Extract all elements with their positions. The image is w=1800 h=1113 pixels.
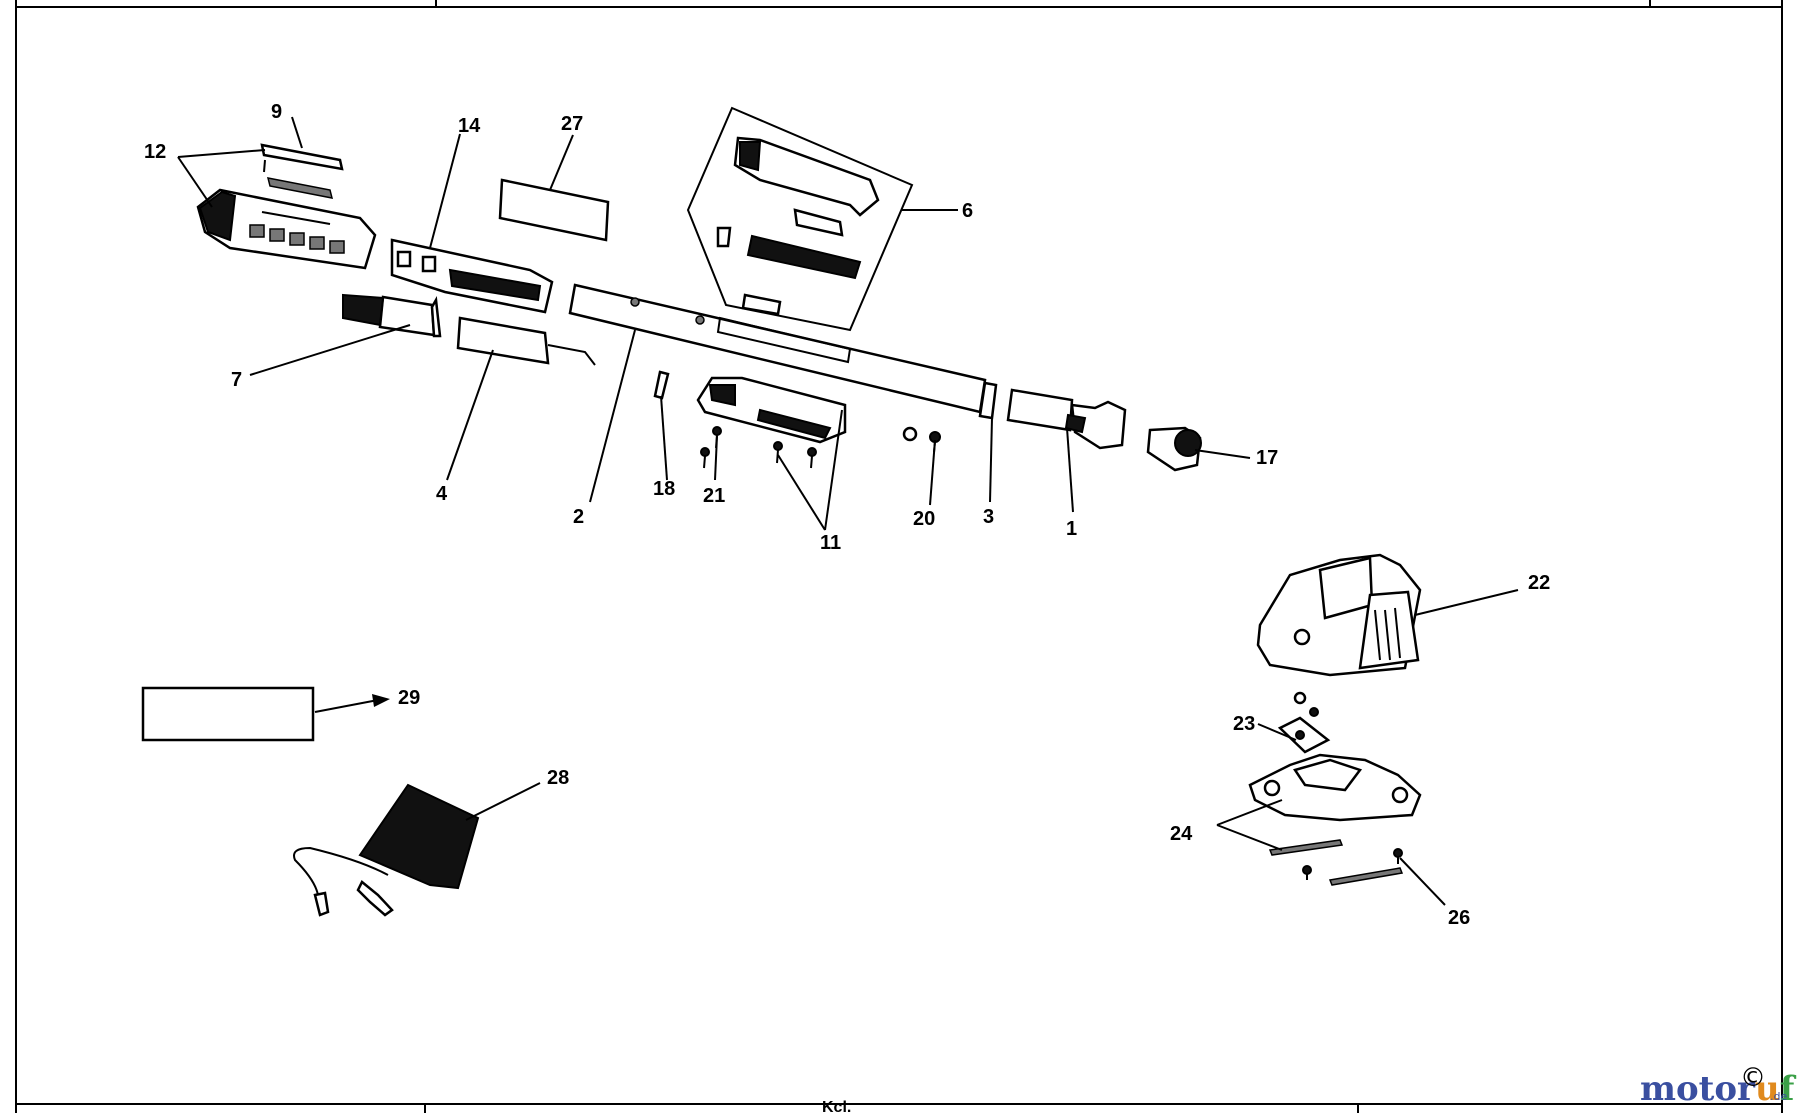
callout-21: 21	[703, 485, 725, 507]
part-1-gear-head	[1006, 388, 1127, 450]
callout-4: 4	[436, 483, 448, 505]
svg-text:motoruf: motoruf	[1640, 1069, 1797, 1109]
callout-28: 28	[547, 767, 569, 789]
callout-23: 23	[1233, 713, 1255, 735]
part-18-pin	[653, 370, 670, 400]
watermark-brand-accent: u	[1755, 1069, 1780, 1109]
part-6-handle-assembly	[686, 106, 914, 332]
screws	[700, 426, 941, 469]
callout-11: 11	[820, 532, 841, 554]
part-11-front-handle	[696, 376, 847, 444]
callout-7: 7	[231, 369, 242, 391]
callout-labels: 9 12 14 27 6 7 4 2 18 21 11 20 3 1 17 22…	[144, 101, 1550, 929]
part-17-blade-adaptor	[1146, 426, 1202, 472]
part-12-rear-housing	[196, 188, 377, 270]
part-24-base-plate	[1248, 753, 1422, 886]
part-28-charger-cord	[293, 783, 480, 917]
drawing-frame	[15, 0, 1783, 1113]
callout-14: 14	[458, 115, 481, 137]
callout-18: 18	[653, 478, 675, 500]
callout-9: 9	[271, 101, 282, 123]
part-7-motor	[342, 293, 442, 338]
part-9-cover-strip	[260, 143, 344, 199]
callout-22: 22	[1528, 572, 1550, 594]
part-14-switch-housing	[390, 238, 554, 314]
callout-27: 27	[561, 113, 583, 135]
watermark-suffix: .de	[1770, 1090, 1787, 1103]
callout-29: 29	[398, 687, 420, 709]
callout-3: 3	[983, 506, 994, 528]
part-27-label	[498, 178, 610, 242]
part-23-contact-plate	[1277, 691, 1331, 754]
callout-20: 20	[913, 508, 935, 530]
watermark-brand-main: motor	[1640, 1069, 1756, 1109]
watermark-logo: motoruf .de ©	[1640, 1063, 1797, 1109]
callout-2: 2	[573, 506, 584, 528]
callout-26: 26	[1448, 907, 1470, 929]
footer-text: Kcl.	[822, 1099, 851, 1113]
callout-24: 24	[1170, 823, 1193, 845]
callout-12: 12	[144, 141, 166, 163]
callout-1: 1	[1066, 518, 1077, 540]
part-4-battery-pack	[456, 316, 596, 366]
part-22-charger-base	[1256, 553, 1422, 677]
callout-6: 6	[962, 200, 973, 222]
watermark-emblem-icon: ©	[1740, 1063, 1766, 1093]
leader-lines	[177, 116, 1519, 906]
part-29-document-box	[141, 686, 315, 742]
watermark-brand-tail: f	[1780, 1069, 1797, 1109]
callout-17: 17	[1256, 447, 1278, 469]
